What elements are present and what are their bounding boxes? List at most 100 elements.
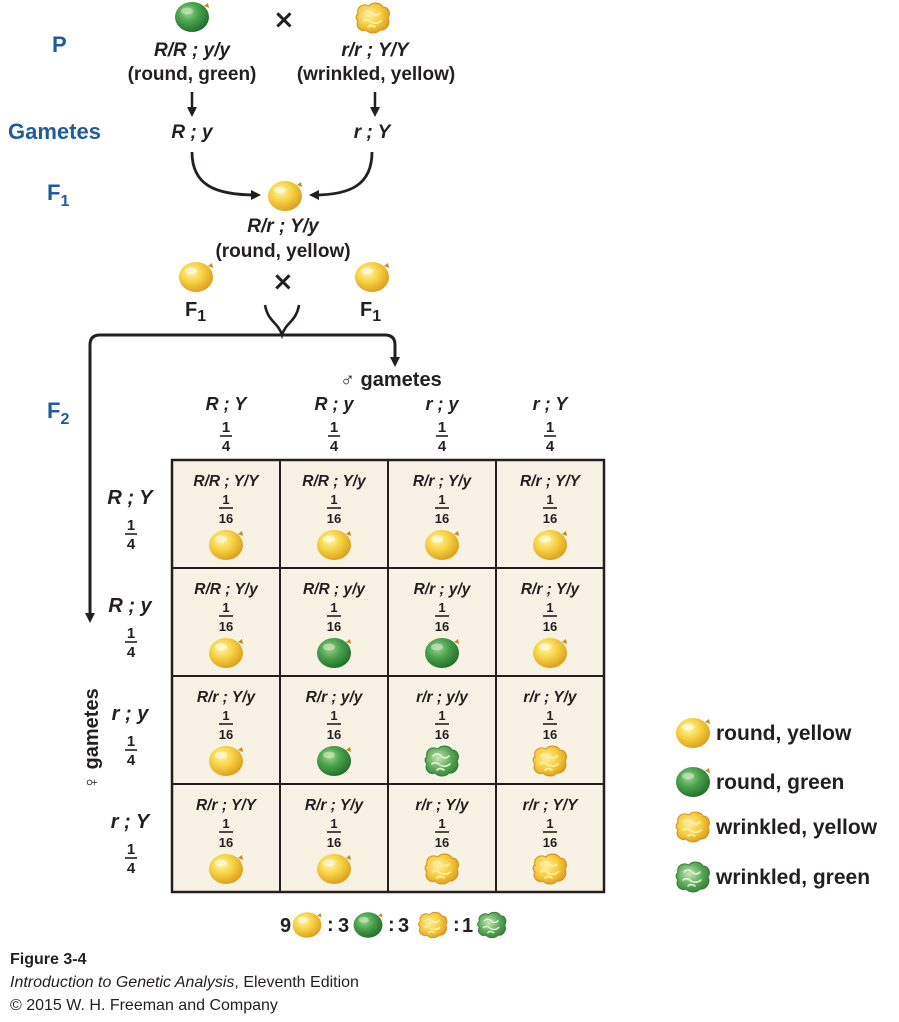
row-gamete-1: R ; Y bbox=[107, 487, 154, 509]
cell-fraction: 116 bbox=[327, 492, 341, 526]
female-gametes-label: ♀ gametes bbox=[81, 688, 103, 790]
gamete2-label: r ; Y bbox=[354, 122, 393, 143]
round-yellow-pea-icon bbox=[317, 854, 351, 884]
round-green-legend-icon bbox=[676, 767, 710, 797]
column-fraction-4: 14 bbox=[544, 419, 556, 455]
round-green-pea-icon bbox=[317, 746, 351, 776]
legend-label: wrinkled, green bbox=[715, 866, 870, 889]
cell-genotype: R/r ; Y/y bbox=[197, 689, 257, 706]
row-fraction-3: 14 bbox=[125, 733, 137, 769]
cell-fraction: 116 bbox=[435, 600, 449, 634]
cell-fraction-denominator: 16 bbox=[327, 835, 341, 850]
round-yellow-pea-icon bbox=[425, 530, 459, 560]
gametes-row-label: Gametes bbox=[8, 119, 101, 144]
cell-fraction: 116 bbox=[219, 708, 233, 742]
cell-fraction-denominator: 16 bbox=[543, 511, 557, 526]
row-gamete-3: r ; y bbox=[112, 703, 150, 725]
column-fraction-1-denominator: 4 bbox=[222, 438, 231, 455]
figure-number: Figure 3-4 bbox=[10, 951, 87, 968]
cell-fraction-denominator: 16 bbox=[435, 511, 449, 526]
cell-fraction: 116 bbox=[327, 600, 341, 634]
column-fraction-3: 14 bbox=[436, 419, 448, 455]
f1-phenotype: (round, yellow) bbox=[215, 241, 350, 262]
cell-fraction-numerator: 1 bbox=[222, 816, 229, 831]
cell-genotype: R/r ; Y/y bbox=[413, 473, 473, 490]
cell-genotype: r/r ; Y/y bbox=[523, 689, 578, 706]
legend-item: round, yellow bbox=[676, 718, 852, 748]
cell-fraction-numerator: 1 bbox=[546, 600, 553, 615]
cell-fraction-numerator: 1 bbox=[222, 708, 229, 723]
legend-item: wrinkled, green bbox=[675, 861, 870, 893]
cell-fraction-numerator: 1 bbox=[438, 600, 445, 615]
round-green-pea-icon bbox=[317, 638, 351, 668]
row-fraction-4-numerator: 1 bbox=[127, 841, 135, 858]
cell-fraction: 116 bbox=[543, 708, 557, 742]
cell-fraction-denominator: 16 bbox=[327, 511, 341, 526]
punnett-cell: R/R ; Y/y 116 bbox=[302, 473, 367, 560]
column-fraction-2-denominator: 4 bbox=[330, 438, 339, 455]
cell-fraction: 116 bbox=[435, 708, 449, 742]
cell-fraction-numerator: 1 bbox=[546, 492, 553, 507]
column-fraction-2-numerator: 1 bbox=[330, 419, 338, 436]
row-gamete-4: r ; Y bbox=[111, 811, 151, 833]
f1-genotype: R/r ; Y/y bbox=[247, 216, 320, 237]
cell-genotype: r/r ; Y/Y bbox=[523, 797, 580, 814]
cell-genotype: R/R ; Y/y bbox=[194, 581, 259, 598]
cell-fraction-numerator: 1 bbox=[546, 816, 553, 831]
parent2-genotype: r/r ; Y/Y bbox=[341, 40, 411, 61]
column-fraction-1-numerator: 1 bbox=[222, 419, 230, 436]
round-yellow-pea-icon bbox=[209, 854, 243, 884]
cell-fraction-numerator: 1 bbox=[438, 492, 445, 507]
cell-fraction-numerator: 1 bbox=[222, 492, 229, 507]
gamete1-fusion-arrow bbox=[190, 151, 261, 200]
cell-fraction-numerator: 1 bbox=[438, 708, 445, 723]
cell-genotype: R/R ; Y/Y bbox=[193, 473, 260, 490]
wrinkled-yellow-pea-icon bbox=[532, 853, 568, 885]
cell-fraction-denominator: 16 bbox=[219, 835, 233, 850]
parent2-pea-icon bbox=[355, 2, 391, 34]
column-fraction-3-denominator: 4 bbox=[438, 438, 447, 455]
cell-fraction-numerator: 1 bbox=[330, 816, 337, 831]
wrinkled-green-ratio-pea-icon bbox=[476, 911, 507, 939]
cell-fraction-denominator: 16 bbox=[543, 835, 557, 850]
column-fraction-2: 14 bbox=[328, 419, 340, 455]
cell-fraction-numerator: 1 bbox=[330, 600, 337, 615]
wrinkled-yellow-ratio-pea-icon bbox=[417, 911, 448, 939]
book-title: Introduction to Genetic Analysis bbox=[10, 974, 235, 991]
cell-fraction: 116 bbox=[543, 492, 557, 526]
f1-right-pea-icon bbox=[355, 262, 389, 292]
cell-fraction-denominator: 16 bbox=[327, 619, 341, 634]
round-yellow-pea-icon bbox=[533, 638, 567, 668]
legend-item: round, green bbox=[676, 767, 844, 797]
row-fraction-2-denominator: 4 bbox=[127, 644, 136, 661]
cell-fraction: 116 bbox=[219, 816, 233, 850]
p-cross-symbol: × bbox=[273, 5, 295, 35]
cell-fraction: 116 bbox=[543, 816, 557, 850]
punnett-cell: r/r ; Y/y 116 bbox=[523, 689, 578, 777]
row-fraction-3-denominator: 4 bbox=[127, 752, 136, 769]
book-source: Introduction to Genetic Analysis, Eleven… bbox=[10, 971, 359, 994]
ratio-count-3: 3 bbox=[398, 915, 409, 937]
wrinkled-green-pea-icon bbox=[424, 745, 460, 777]
legend-label: wrinkled, yellow bbox=[715, 816, 878, 839]
figure-caption: Figure 3-4 Introduction to Genetic Analy… bbox=[10, 948, 359, 1017]
cell-fraction: 116 bbox=[435, 816, 449, 850]
cell-fraction-numerator: 1 bbox=[546, 708, 553, 723]
ratio-separator: : bbox=[327, 914, 334, 936]
cell-genotype: R/r ; y/y bbox=[306, 689, 364, 706]
row-fraction-1-denominator: 4 bbox=[127, 536, 136, 553]
punnett-cell: R/r ; Y/y 116 bbox=[197, 689, 257, 776]
p-generation-label: P bbox=[52, 32, 67, 57]
column-fraction-4-denominator: 4 bbox=[546, 438, 555, 455]
cell-genotype: R/R ; Y/y bbox=[302, 473, 367, 490]
